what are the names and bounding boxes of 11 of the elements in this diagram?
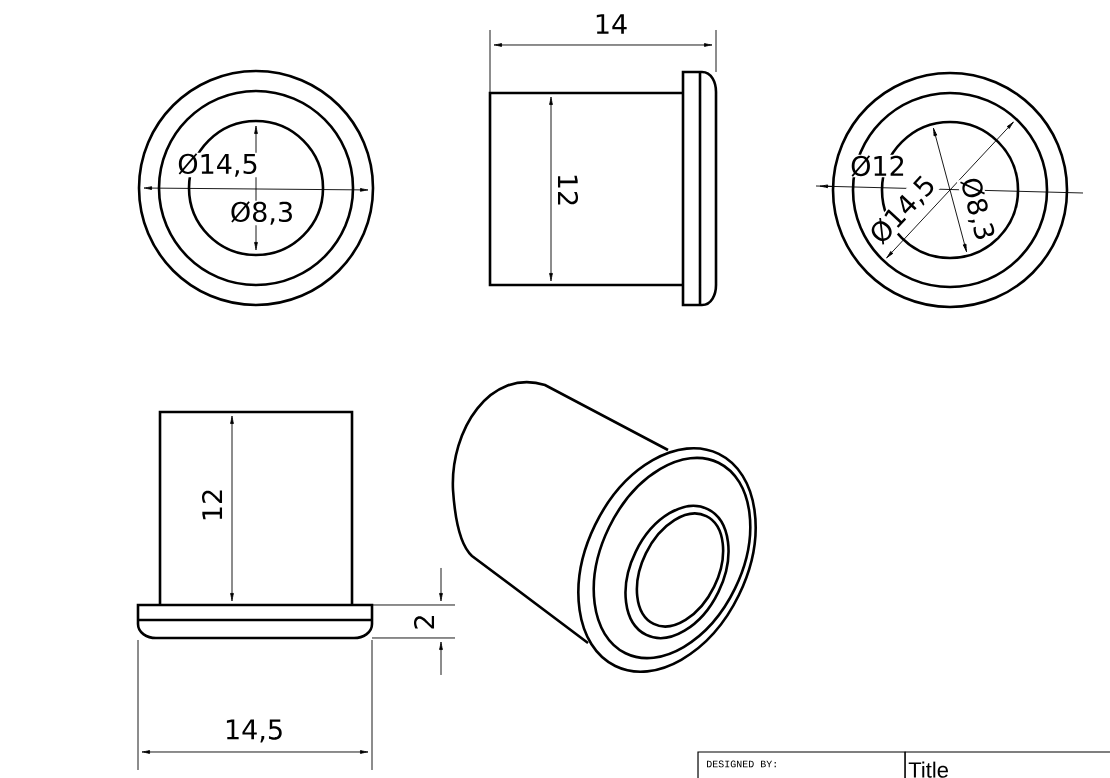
dimension-label: 2 [413, 612, 435, 632]
dimension-label: 14 [593, 13, 629, 35]
dimension-label: Ø14,5 [176, 152, 260, 178]
dimension-label: 12 [201, 487, 223, 523]
title-block-cell: Title [904, 751, 1110, 778]
dimension-label: Ø8,3 [956, 174, 998, 244]
title-block-cell: DESIGNED BY: [697, 751, 906, 778]
dimension-label: Ø8,3 [229, 200, 295, 226]
dimension-label: Ø12 [849, 154, 907, 178]
dimension-label: 12 [557, 172, 579, 208]
dimension-label: 14,5 [223, 719, 285, 743]
